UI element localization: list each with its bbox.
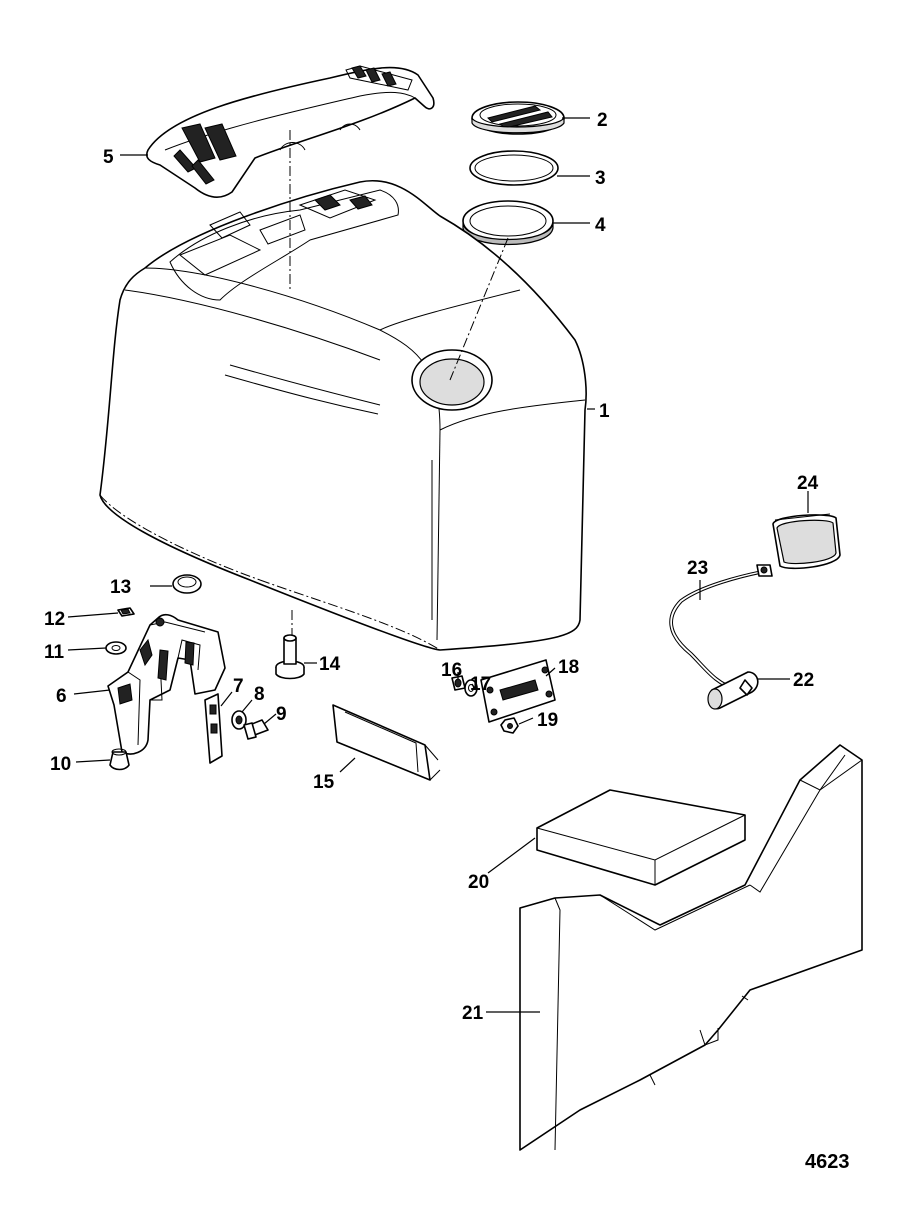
- callout-12: 12: [44, 609, 65, 630]
- latch-plate: [204, 693, 223, 764]
- diagram-id: 4623: [805, 1151, 850, 1173]
- handle-22: [707, 671, 759, 710]
- engine-cowl: [99, 179, 587, 651]
- insulating-pad: [332, 704, 441, 781]
- cover-cap-24: [772, 513, 841, 570]
- rubber-plug: [172, 574, 202, 594]
- screw-12: [117, 607, 135, 617]
- callout-20: 20: [468, 872, 489, 893]
- callout-23: 23: [687, 558, 708, 579]
- callout-4: 4: [595, 215, 606, 236]
- callout-18: 18: [558, 657, 579, 678]
- bolt-9: [243, 719, 269, 740]
- callout-8: 8: [254, 684, 265, 705]
- callout-6: 6: [56, 686, 67, 707]
- callouts: 1 2 3 4 5 6 7 8 9 10 11 12 13 14 15 16 1…: [44, 110, 819, 1024]
- washer-11: [105, 641, 127, 655]
- leader-lines: [67, 117, 809, 1013]
- callout-2: 2: [597, 110, 608, 131]
- callout-16: 16: [441, 660, 462, 681]
- side-panel: [519, 744, 863, 1151]
- washer-17: [464, 679, 478, 697]
- callout-1: 1: [599, 401, 610, 422]
- foam-block: [536, 789, 746, 886]
- latch-bracket: [107, 613, 226, 755]
- callout-17: 17: [470, 674, 491, 695]
- callout-13: 13: [110, 577, 131, 598]
- nut-19: [500, 717, 519, 734]
- cable-23: [669, 564, 773, 691]
- bracket-plate: [480, 659, 556, 723]
- callout-15: 15: [313, 772, 335, 793]
- gasket-ring: [462, 200, 554, 246]
- grommet-10: [109, 748, 130, 771]
- washer-8: [231, 710, 247, 730]
- callout-21: 21: [462, 1003, 484, 1024]
- callout-7: 7: [233, 676, 244, 697]
- callout-22: 22: [793, 670, 814, 691]
- callout-11: 11: [44, 642, 65, 663]
- stud-14: [275, 634, 305, 680]
- seal-ring: [469, 150, 559, 186]
- callout-9: 9: [276, 704, 287, 725]
- callout-10: 10: [50, 754, 71, 775]
- callout-14: 14: [319, 654, 341, 675]
- callout-5: 5: [103, 147, 114, 168]
- callout-3: 3: [595, 168, 606, 189]
- callout-24: 24: [797, 473, 819, 494]
- screw-16: [451, 675, 466, 691]
- callout-19: 19: [537, 710, 558, 731]
- access-cap: [471, 101, 565, 135]
